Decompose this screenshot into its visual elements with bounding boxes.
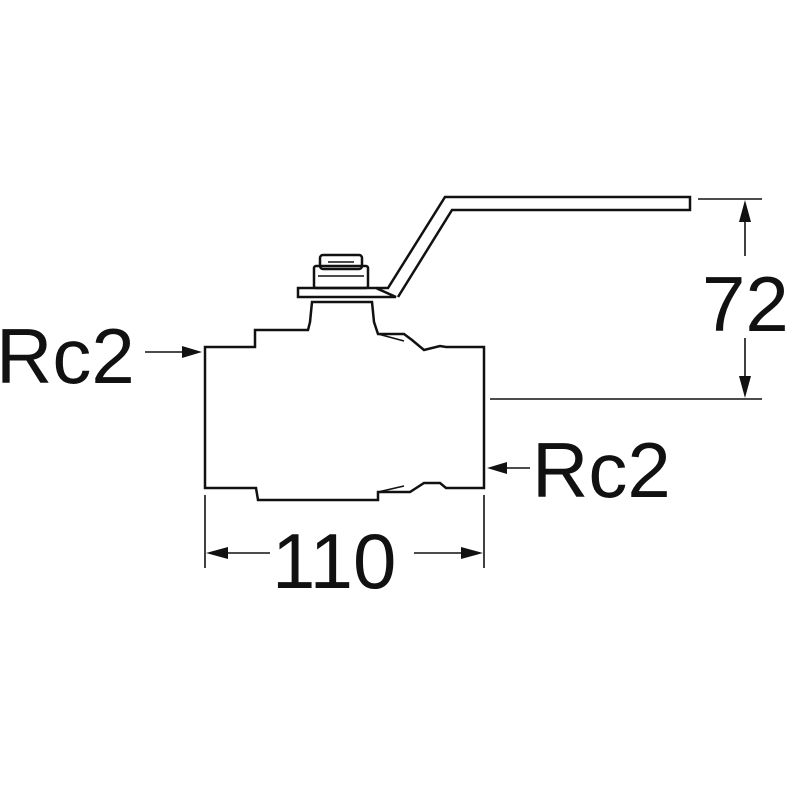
valve-handle — [296, 195, 692, 299]
body-inner-detail — [377, 333, 405, 493]
height-arrow-up — [739, 200, 751, 222]
height-dimension-label: 72 — [702, 260, 789, 348]
valve-body-outline — [203, 300, 486, 502]
height-dimension: 72 — [490, 198, 789, 400]
length-dimension-label: 110 — [272, 517, 396, 605]
outlet-thread-callout: Rc2 — [487, 426, 671, 514]
inlet-thread-label: Rc2 — [0, 312, 135, 400]
stem-nut-top — [318, 253, 364, 271]
valve-body — [203, 300, 486, 502]
length-dimension: 110 — [204, 495, 485, 605]
inlet-leader-arrow — [182, 346, 202, 358]
outlet-leader-arrow — [487, 462, 507, 474]
length-arrow-right — [461, 547, 483, 559]
outlet-thread-label: Rc2 — [532, 426, 671, 514]
stem-nut-lines — [318, 261, 364, 277]
handle-lever — [296, 286, 397, 299]
valve-stem — [312, 253, 370, 290]
height-arrow-down — [739, 376, 751, 398]
inlet-thread-callout: Rc2 — [0, 312, 202, 400]
handle-lever-arm — [376, 195, 692, 298]
length-arrow-left — [206, 547, 228, 559]
